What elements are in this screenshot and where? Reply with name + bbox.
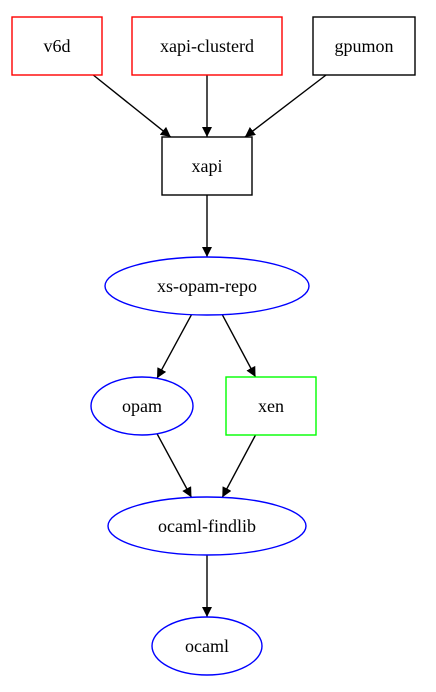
node-xen-shape — [225, 376, 317, 436]
node-ocaml: ocaml — [151, 616, 263, 676]
node-ocaml-shape — [151, 616, 263, 676]
nodes-layer: v6d xapi-clusterd gpumon xapi xs-opam-repo op… — [11, 16, 416, 676]
edge-opam-to-ocaml-findlib — [156, 433, 193, 498]
node-xs-opam-repo-shape — [104, 256, 310, 316]
node-gpumon-shape — [312, 16, 416, 76]
node-xapi-clusterd-label: xapi-clusterd — [160, 36, 254, 56]
edge-xs-opam-repo-to-opam — [156, 314, 193, 379]
node-v6d-label: v6d — [44, 36, 71, 56]
node-opam-label: opam — [122, 396, 162, 416]
node-xen: xen — [225, 376, 317, 436]
edge-gpumon-to-xapi — [244, 74, 327, 138]
node-xapi-label: xapi — [192, 156, 223, 176]
edges-layer — [92, 74, 327, 617]
node-ocaml-findlib-label: ocaml-findlib — [158, 516, 256, 536]
node-xapi: xapi — [161, 136, 253, 196]
node-xapi-shape — [161, 136, 253, 196]
edge-xen-to-ocaml-findlib — [221, 434, 257, 498]
node-xs-opam-repo-label: xs-opam-repo — [157, 276, 257, 296]
node-gpumon-label: gpumon — [334, 36, 393, 56]
node-ocaml-findlib-shape — [107, 496, 307, 556]
node-ocaml-label: ocaml — [185, 636, 229, 656]
node-xs-opam-repo: xs-opam-repo — [104, 256, 310, 316]
edge-xs-opam-repo-to-xen — [221, 314, 257, 378]
node-opam-shape — [90, 376, 194, 436]
node-ocaml-findlib: ocaml-findlib — [107, 496, 307, 556]
node-v6d-shape — [11, 16, 103, 76]
node-xapi-clusterd-shape — [131, 16, 283, 76]
node-xen-label: xen — [258, 396, 284, 416]
node-gpumon: gpumon — [312, 16, 416, 76]
node-opam: opam — [90, 376, 194, 436]
node-v6d: v6d — [11, 16, 103, 76]
node-xapi-clusterd: xapi-clusterd — [131, 16, 283, 76]
edge-v6d-to-xapi — [92, 74, 172, 138]
